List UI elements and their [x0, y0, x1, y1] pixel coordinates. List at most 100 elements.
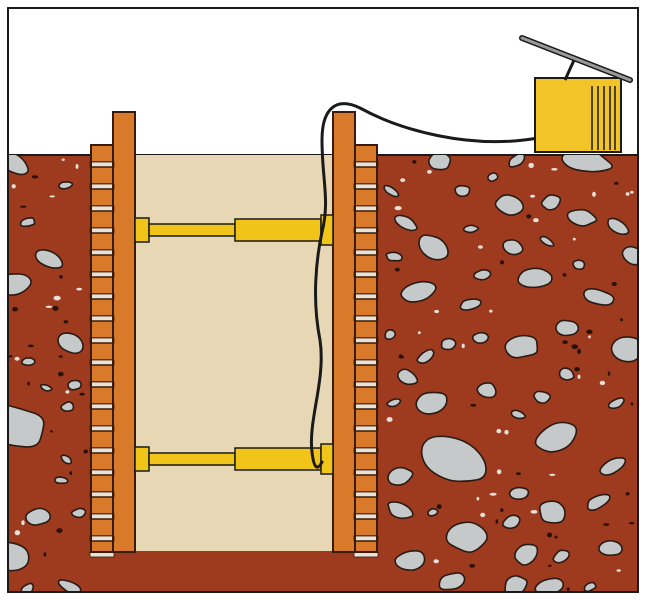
soil-speck — [490, 493, 497, 496]
soil-speck — [629, 522, 635, 524]
soil-speck — [496, 519, 499, 524]
rock — [510, 488, 529, 500]
soil-speck — [567, 588, 570, 591]
soil-speck — [59, 275, 63, 279]
soil-speck — [500, 260, 504, 264]
soil-speck — [571, 344, 578, 349]
rock — [464, 225, 479, 232]
sheeting-plank-icon — [91, 519, 113, 536]
sheeting-plank-icon — [91, 365, 113, 382]
soil-speck — [530, 195, 535, 198]
soil-speck — [44, 552, 47, 556]
soil-speck — [398, 355, 404, 358]
sheeting-plank-icon — [91, 277, 113, 294]
soil-speck — [427, 170, 432, 174]
soil-speck — [59, 355, 63, 358]
left-vertical-rail — [113, 112, 135, 552]
sheeting-plank-icon — [91, 343, 113, 360]
right-vertical-rail — [333, 112, 355, 552]
soil-speck — [533, 218, 539, 222]
soil-speck — [15, 357, 20, 361]
sheeting-plank-icon — [91, 299, 113, 316]
sheeting-plank-icon — [355, 343, 377, 360]
soil-speck — [470, 404, 476, 407]
soil-speck — [554, 536, 557, 539]
sheeting-plank-icon — [355, 431, 377, 448]
soil-speck — [617, 569, 621, 572]
soil-speck — [574, 367, 580, 371]
soil-speck — [563, 273, 567, 277]
sheeting-plank-icon — [91, 321, 113, 338]
rock — [518, 268, 552, 287]
rock — [477, 383, 496, 398]
sheeting-plank-icon — [91, 189, 113, 206]
sheeting-plank-icon — [355, 189, 377, 206]
sheeting-plank-icon — [91, 211, 113, 228]
soil-speck — [526, 214, 531, 218]
soil-speck — [500, 508, 503, 512]
soil-speck — [469, 564, 475, 568]
trench-cavity — [135, 155, 333, 551]
soil-speck — [12, 307, 18, 312]
soil-speck — [64, 320, 69, 323]
sheeting-plank-icon — [355, 321, 377, 338]
left-sheeting-column — [90, 145, 114, 557]
soil-speck — [46, 306, 53, 308]
right-sheeting-column — [354, 145, 378, 557]
soil-speck — [592, 192, 596, 197]
soil-speck — [630, 191, 634, 194]
soil-speck — [15, 530, 21, 535]
soil-speck — [620, 318, 623, 321]
soil-speck — [480, 513, 485, 517]
sheeting-plank-icon — [91, 541, 113, 552]
soil-speck — [586, 330, 592, 334]
strut-cylinder — [149, 453, 235, 465]
soil-speck — [462, 344, 465, 349]
strut-foot-left — [135, 218, 149, 242]
soil-speck — [437, 504, 442, 509]
sheeting-plank-icon — [355, 519, 377, 536]
sheeting-plank-icon — [91, 167, 113, 184]
soil-speck — [58, 372, 64, 377]
sheeting-plank-icon — [355, 233, 377, 250]
soil-speck — [20, 206, 27, 208]
rock — [386, 252, 402, 261]
strut-barrel — [235, 219, 321, 241]
rock — [429, 152, 451, 169]
soil-speck — [434, 559, 439, 563]
rock — [505, 336, 537, 358]
sheeting-plank-icon — [91, 233, 113, 250]
soil-speck — [27, 382, 30, 386]
soil-speck — [547, 533, 552, 538]
sheeting-plank-icon — [91, 409, 113, 426]
soil-speck — [79, 393, 85, 396]
rock — [599, 541, 622, 555]
soil-speck — [603, 523, 609, 526]
soil-speck — [497, 469, 502, 474]
sheeting-plank-icon — [355, 145, 377, 162]
soil-speck — [477, 497, 480, 501]
rock — [534, 391, 550, 403]
rock — [68, 381, 81, 390]
sheeting-plank-icon — [91, 475, 113, 492]
sheeting-plank-icon — [355, 167, 377, 184]
soil-speck — [548, 565, 552, 567]
rock — [428, 509, 438, 516]
sheeting-plank-icon — [91, 431, 113, 448]
soil-speck — [395, 268, 400, 272]
sheeting-plank-icon — [91, 255, 113, 272]
soil-speck — [21, 520, 24, 525]
soil-speck — [496, 429, 501, 433]
sheeting-plank-icon — [355, 497, 377, 514]
soil-speck — [631, 402, 633, 405]
soil-speck — [49, 195, 55, 197]
soil-speck — [504, 430, 508, 435]
rock — [556, 320, 578, 335]
soil-speck — [395, 206, 402, 210]
soil-speck — [551, 168, 557, 171]
sheeting-plank-icon — [91, 387, 113, 404]
rock — [385, 330, 395, 339]
sheeting-plank-icon — [355, 387, 377, 404]
soil-speck — [83, 450, 88, 454]
